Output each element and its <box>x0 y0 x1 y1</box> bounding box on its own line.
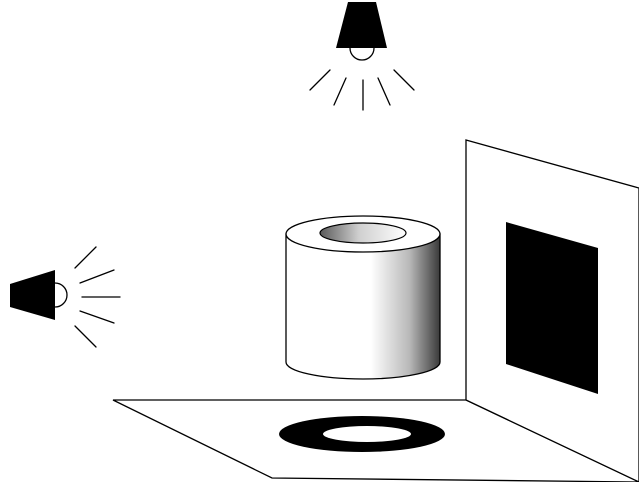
overhead-lamp-rays <box>309 69 415 111</box>
rectangle-shadow-on-wall <box>506 222 598 394</box>
side-lamp-bulb <box>54 282 68 308</box>
overhead-lamp-shade <box>336 2 387 48</box>
overhead-lamp-bulb <box>349 47 375 61</box>
side-lamp-shade <box>10 270 55 320</box>
ring-shadow-on-floor <box>279 416 445 452</box>
cylinder-hole <box>319 222 407 244</box>
side-lamp-rays <box>74 246 121 348</box>
overhead-lamp <box>309 2 415 111</box>
hollow-cylinder <box>285 215 441 380</box>
side-lamp <box>10 246 121 348</box>
